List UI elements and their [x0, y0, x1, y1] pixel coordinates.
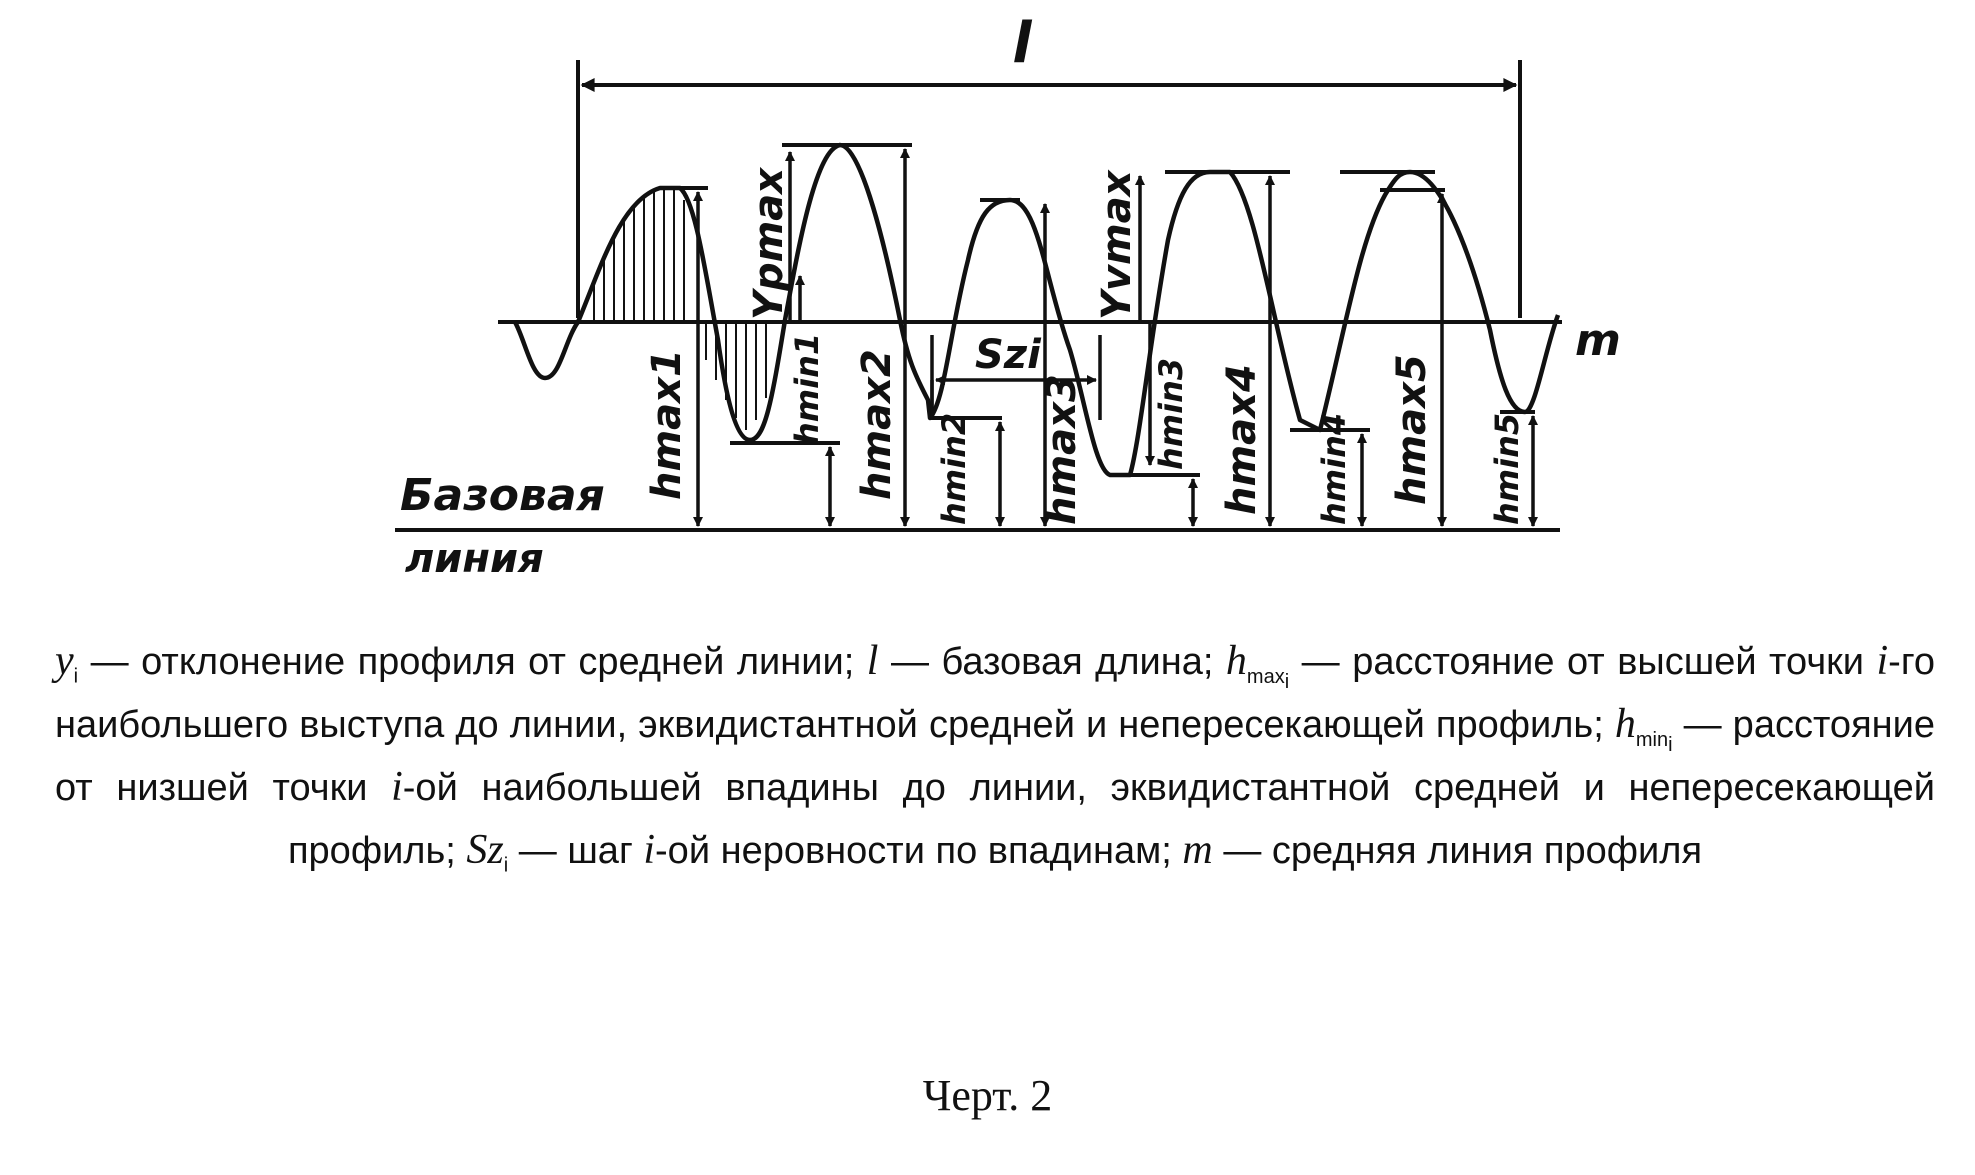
figure-number: Черт. 2	[922, 1071, 1053, 1120]
sym-i-1: i	[1876, 638, 1889, 684]
sym-i-2: i	[391, 764, 403, 810]
base-line-label-1: Базовая	[400, 470, 605, 521]
sym-hmin: h	[1614, 701, 1636, 747]
caption-text-7: — шаг	[508, 830, 644, 872]
caption-text-5: — расстояние от низшей точки	[55, 704, 1935, 809]
caption-text-6: -ой наибольшей впадины до линии, эквидис…	[287, 767, 1935, 872]
hmin-label-2: hmin2	[935, 413, 973, 525]
base-line-label-2: линия	[405, 536, 544, 582]
sym-hmax-i: i	[1284, 670, 1290, 693]
caption-text-1: — отклонение профиля от средней линии;	[78, 641, 867, 683]
sym-hmin-i: i	[1668, 733, 1673, 756]
profile-hatching	[593, 188, 767, 430]
length-label: l	[1012, 11, 1032, 76]
hmin-label-5: hmin5	[1488, 413, 1526, 525]
sym-hmax-sub: max	[1246, 665, 1285, 688]
hmax-label-4: hmax4	[1219, 364, 1265, 515]
hmax-label-2: hmax2	[854, 349, 900, 500]
yv-max-label: Yvmax	[1094, 169, 1140, 320]
sym-hmax: h	[1225, 638, 1247, 684]
sym-y-sub: i	[73, 665, 79, 688]
sym-l: l	[866, 638, 879, 684]
figure-caption: yi — отклонение профиля от средней линии…	[55, 630, 1935, 882]
hmin-label-1: hmin1	[788, 333, 826, 445]
step-label: Szi	[975, 332, 1042, 378]
caption-text-8: -ой неровности по впадинам;	[655, 830, 1183, 872]
caption-text-4: -го наибольшего выступа до линии, эквиди…	[55, 641, 1935, 746]
mean-line-label: m	[1575, 315, 1621, 366]
base-length-dimension	[576, 60, 1522, 318]
yp-max-label: Ypmax	[746, 167, 792, 320]
caption-text-9: — средняя линия профиля	[1212, 830, 1703, 872]
sym-sz-sub: i	[503, 854, 509, 877]
sym-m: m	[1182, 827, 1213, 873]
caption-text-2: — базовая длина;	[878, 641, 1226, 683]
extension-lines	[660, 143, 1535, 477]
sym-y: y	[55, 638, 74, 684]
step-dimension	[930, 335, 1102, 420]
hmax-label-1: hmax1	[644, 349, 690, 500]
hmin-label-3: hmin3	[1152, 358, 1190, 470]
profile-diagram: l m Базовая линия	[395, 11, 1621, 582]
hmin-label-4: hmin4	[1315, 413, 1353, 525]
sym-hmin-sub: min	[1635, 728, 1669, 751]
sym-i-3: i	[643, 827, 656, 873]
hmax-label-3: hmax3	[1039, 374, 1085, 525]
sym-sz: Sz	[466, 827, 504, 873]
hmax-label-5: hmax5	[1389, 354, 1435, 505]
caption-text-3: — расстояние от высшей точки	[1289, 641, 1877, 683]
